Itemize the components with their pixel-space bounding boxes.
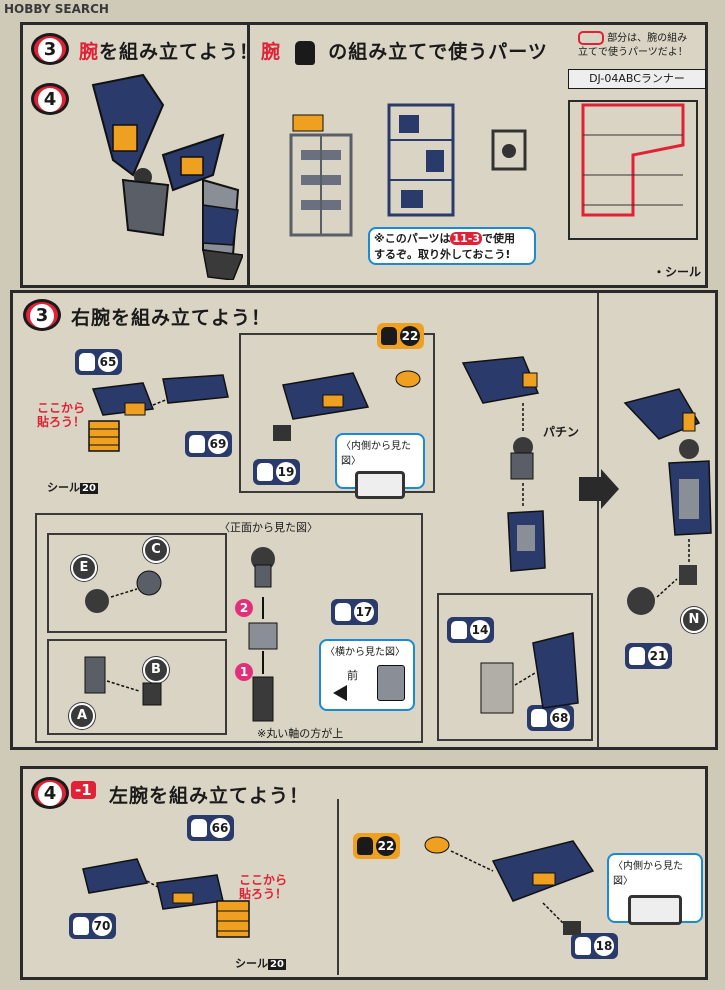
- order-badge-1: 1: [235, 663, 253, 681]
- part-tag-19: 19: [253, 459, 300, 485]
- next-step-arrow-icon: [579, 477, 601, 501]
- sticker-here-note: ここから貼ろう！: [37, 401, 85, 429]
- sticker-20: [87, 419, 121, 453]
- arm-assembly-title: 腕を組み立てよう！: [79, 37, 259, 64]
- hand-icon: [357, 837, 373, 855]
- sticker-here-note: ここから貼ろう！: [239, 873, 287, 901]
- order-badge-2: 2: [235, 599, 253, 617]
- parts-used-title: 腕 の組み立てで使うパーツ: [261, 37, 548, 65]
- hand-icon: [257, 463, 273, 481]
- inner-view-callout: 〈内側から見た図〉: [335, 433, 425, 489]
- right-arm-panel: 3 右腕を組み立てよう！ 65 69 22 19 17 14 68 21 ここか…: [10, 290, 718, 750]
- runner-d: [563, 95, 703, 245]
- hand-icon: [73, 917, 89, 935]
- arm-illustration: [73, 65, 243, 280]
- round-axis-note: ※丸い軸の方が上: [257, 725, 343, 741]
- inner-view-callout: 〈内側から見た図〉: [607, 853, 703, 923]
- watermark: HOBBY SEARCH: [4, 2, 109, 16]
- front-view-label: 〈正面から見た図〉: [219, 519, 318, 535]
- hand-icon: [381, 327, 397, 345]
- top-panel: 3 4 腕を組み立てよう！ 腕 の組み立てで使うパーツ 部分は、腕の組み 立てで…: [20, 22, 708, 288]
- next-step-arrowhead-icon: [601, 469, 619, 509]
- left-forearm-assembly: [423, 821, 613, 951]
- part-letter-C: C: [143, 537, 169, 563]
- runner-b: [381, 95, 461, 225]
- step-number-3: 3: [23, 299, 61, 331]
- step-number-3: 3: [31, 33, 69, 65]
- hand-icon: [629, 647, 645, 665]
- inner-view-part: [628, 895, 682, 925]
- bottom-divider: [337, 799, 339, 975]
- left-arm-panel: 4 -1 左腕を組み立てよう！ 66 70 22 18 ここから貼ろう！ シール…: [20, 766, 708, 980]
- step-number-4-1: 4: [31, 777, 69, 809]
- hand-icon: [335, 603, 351, 621]
- front-arrow-icon: [333, 685, 347, 701]
- part-tag-22: 22: [353, 833, 400, 859]
- part-tag-17: 17: [331, 599, 378, 625]
- highlight-box-icon: [578, 31, 604, 45]
- hand-icon: [451, 621, 467, 639]
- left-arm-title: 左腕を組み立てよう！: [109, 781, 309, 808]
- runner-a: [283, 95, 363, 245]
- joint-parts-ab: [77, 653, 197, 713]
- top-divider: [247, 25, 250, 285]
- part-tag-22: 22: [377, 323, 424, 349]
- parts-14-68: [473, 623, 583, 723]
- upper-arm-assembly: [453, 353, 553, 583]
- elbow-assembly: [233, 539, 293, 729]
- right-arm-final: [619, 383, 719, 643]
- runner-note: 部分は、腕の組み 立てで使うパーツだよ！: [578, 31, 688, 60]
- hand-icon: [295, 41, 315, 65]
- left-forearm-parts: [77, 839, 227, 919]
- side-view-callout: 〈横から見た図〉 前: [319, 639, 415, 711]
- seal-label: ・シール: [653, 263, 701, 280]
- step-suffix: -1: [71, 781, 96, 799]
- right-arm-title: 右腕を組み立てよう！: [71, 303, 271, 330]
- runner-name: DJ-04ABCランナー: [568, 69, 706, 89]
- side-view-part: [377, 665, 405, 701]
- part-tag-66: 66: [187, 815, 234, 841]
- step-number-4: 4: [31, 83, 69, 115]
- sticker-20: [215, 899, 251, 939]
- joint-parts-ec: [77, 565, 197, 625]
- hand-icon: [191, 819, 207, 837]
- runner-c: [489, 125, 529, 175]
- part-tag-21: 21: [625, 643, 672, 669]
- inner-view-part: [355, 471, 405, 499]
